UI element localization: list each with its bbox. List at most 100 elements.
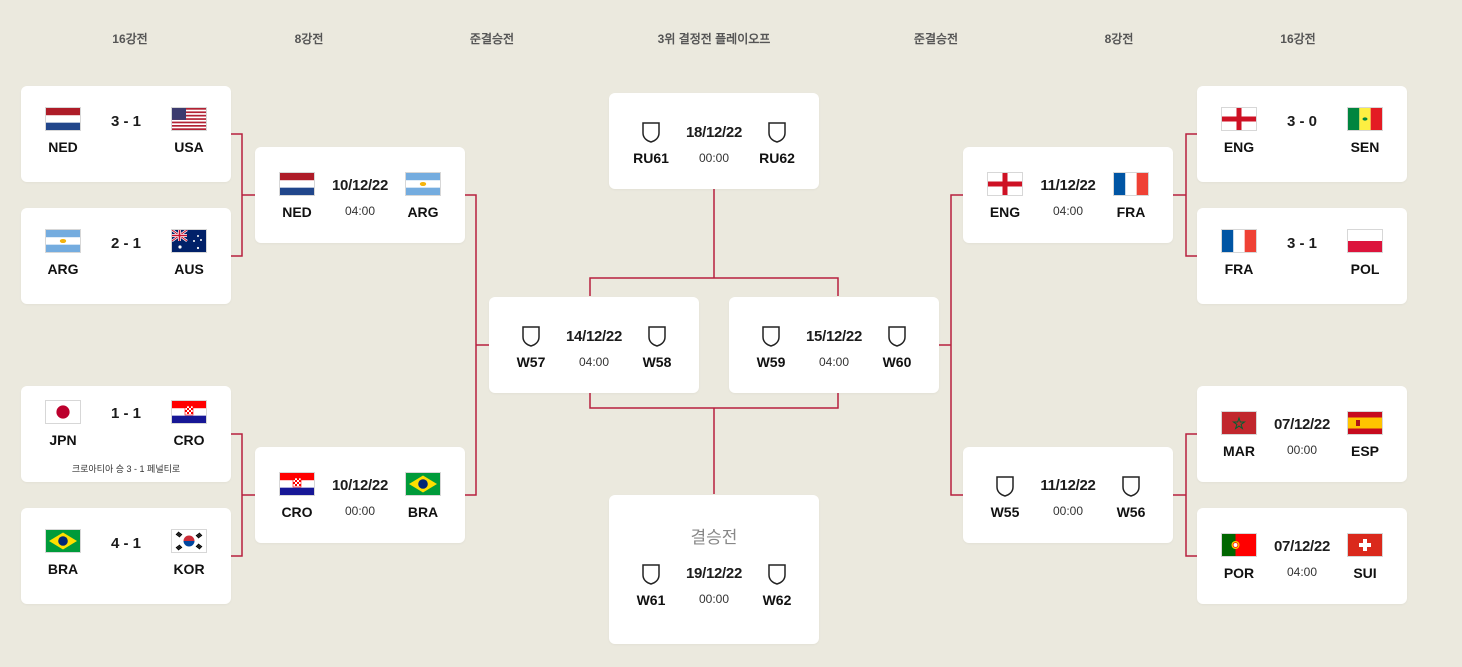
team-placeholder: W61 (636, 592, 666, 608)
match-date: 07/12/22 (1274, 538, 1330, 555)
match-time: 04:00 (818, 355, 850, 369)
shield-icon (640, 562, 662, 586)
shield-icon (886, 324, 908, 348)
match-card-cro-bra[interactable]: CRO 10/12/22 00:00 BRA (255, 447, 465, 543)
match-date: 07/12/22 (1274, 416, 1330, 433)
match-time: 04:00 (1286, 565, 1318, 579)
match-card-eng-fra[interactable]: ENG 11/12/22 04:00 FRA (963, 147, 1173, 243)
team-code: CRO (281, 504, 313, 520)
team-code: AUS (174, 261, 204, 277)
round-label-r16-left: 16강전 (112, 32, 148, 46)
team-placeholder: RU62 (759, 150, 795, 166)
match-date: 11/12/22 (1040, 177, 1096, 194)
poland-flag-icon (1347, 229, 1383, 253)
shield-icon (766, 120, 788, 144)
spain-flag-icon (1347, 411, 1383, 435)
match-card-ned-usa[interactable]: NED 3 - 1 USA (21, 86, 231, 182)
match-card-w55-w56[interactable]: W55 11/12/22 00:00 W56 (963, 447, 1173, 543)
match-score: 2 - 1 (110, 235, 141, 252)
team-code: KOR (173, 561, 205, 577)
final-title: 결승전 (690, 528, 738, 547)
team-code: ENG (1223, 139, 1255, 155)
match-card-semifinal-1[interactable]: W57 14/12/22 04:00 W58 (489, 297, 699, 393)
match-score: 4 - 1 (110, 535, 141, 552)
match-card-third-place[interactable]: RU61 18/12/22 00:00 RU62 (609, 93, 819, 189)
match-score: 1 - 1 (110, 405, 141, 422)
croatia-flag-icon (279, 472, 315, 496)
team-code: FRA (1116, 204, 1146, 220)
match-date: 14/12/22 (566, 328, 622, 345)
team-code: SEN (1350, 139, 1380, 155)
round-label-qf-right: 8강전 (1104, 32, 1134, 46)
match-time: 04:00 (344, 204, 376, 218)
match-card-arg-aus[interactable]: ARG 2 - 1 AUS (21, 208, 231, 304)
round-label-sf-right: 준결승전 (913, 32, 959, 46)
portugal-flag-icon (1221, 533, 1257, 557)
argentina-flag-icon (405, 172, 441, 196)
match-time: 00:00 (698, 592, 730, 606)
japan-flag-icon (45, 400, 81, 424)
match-time: 00:00 (698, 151, 730, 165)
match-card-final[interactable]: 결승전 W61 19/12/22 00:00 W62 (609, 495, 819, 644)
team-code: POR (1223, 565, 1255, 581)
team-code: CRO (173, 432, 205, 448)
match-time: 04:00 (578, 355, 610, 369)
match-score: 3 - 0 (1286, 113, 1317, 130)
team-code: NED (48, 139, 78, 155)
netherlands-flag-icon (45, 107, 81, 131)
australia-flag-icon (171, 229, 207, 253)
team-placeholder: W62 (762, 592, 792, 608)
switzerland-flag-icon (1347, 533, 1383, 557)
match-card-eng-sen[interactable]: ENG 3 - 0 SEN (1197, 86, 1407, 182)
match-card-semifinal-2[interactable]: W59 15/12/22 04:00 W60 (729, 297, 939, 393)
team-placeholder: RU61 (633, 150, 669, 166)
match-time: 00:00 (1052, 504, 1084, 518)
netherlands-flag-icon (279, 172, 315, 196)
round-label-r16-right: 16강전 (1280, 32, 1316, 46)
match-card-fra-pol[interactable]: FRA 3 - 1 POL (1197, 208, 1407, 304)
england-flag-icon (987, 172, 1023, 196)
penalty-note: 크로아티아 승 3 - 1 페널티로 (71, 464, 181, 474)
team-code: BRA (47, 561, 79, 577)
round-label-sf-left: 준결승전 (469, 32, 515, 46)
match-date: 10/12/22 (332, 177, 388, 194)
match-card-mar-esp[interactable]: MAR 07/12/22 00:00 ESP (1197, 386, 1407, 482)
match-date: 19/12/22 (686, 565, 742, 582)
france-flag-icon (1221, 229, 1257, 253)
croatia-flag-icon (171, 400, 207, 424)
morocco-flag-icon (1221, 411, 1257, 435)
team-code: POL (1350, 261, 1380, 277)
team-placeholder: W57 (516, 354, 546, 370)
shield-icon (646, 324, 668, 348)
team-code: ARG (47, 261, 79, 277)
brazil-flag-icon (405, 472, 441, 496)
match-time: 00:00 (1286, 443, 1318, 457)
match-card-jpn-cro[interactable]: JPN 1 - 1 CRO 크로아티아 승 3 - 1 페널티로 (21, 386, 231, 482)
argentina-flag-icon (45, 229, 81, 253)
france-flag-icon (1113, 172, 1149, 196)
team-code: BRA (407, 504, 439, 520)
round-label-third-place: 3위 결정전 플레이오프 (657, 32, 771, 46)
team-placeholder: W56 (1116, 504, 1146, 520)
team-code: ESP (1350, 443, 1379, 459)
team-code: NED (282, 204, 312, 220)
team-code: JPN (49, 432, 77, 448)
shield-icon (640, 120, 662, 144)
england-flag-icon (1221, 107, 1257, 131)
team-code: FRA (1224, 261, 1254, 277)
team-code: ARG (407, 204, 439, 220)
match-date: 15/12/22 (806, 328, 862, 345)
team-code: USA (174, 139, 204, 155)
team-code: MAR (1223, 443, 1255, 459)
team-placeholder: W59 (756, 354, 786, 370)
shield-icon (1120, 474, 1142, 498)
match-date: 11/12/22 (1040, 477, 1096, 494)
team-code: ENG (989, 204, 1021, 220)
match-card-bra-kor[interactable]: BRA 4 - 1 KOR (21, 508, 231, 604)
match-card-por-sui[interactable]: POR 07/12/22 04:00 SUI (1197, 508, 1407, 604)
match-card-ned-arg[interactable]: NED 10/12/22 04:00 ARG (255, 147, 465, 243)
match-score: 3 - 1 (110, 113, 141, 130)
match-date: 18/12/22 (686, 124, 742, 141)
senegal-flag-icon (1347, 107, 1383, 131)
shield-icon (520, 324, 542, 348)
